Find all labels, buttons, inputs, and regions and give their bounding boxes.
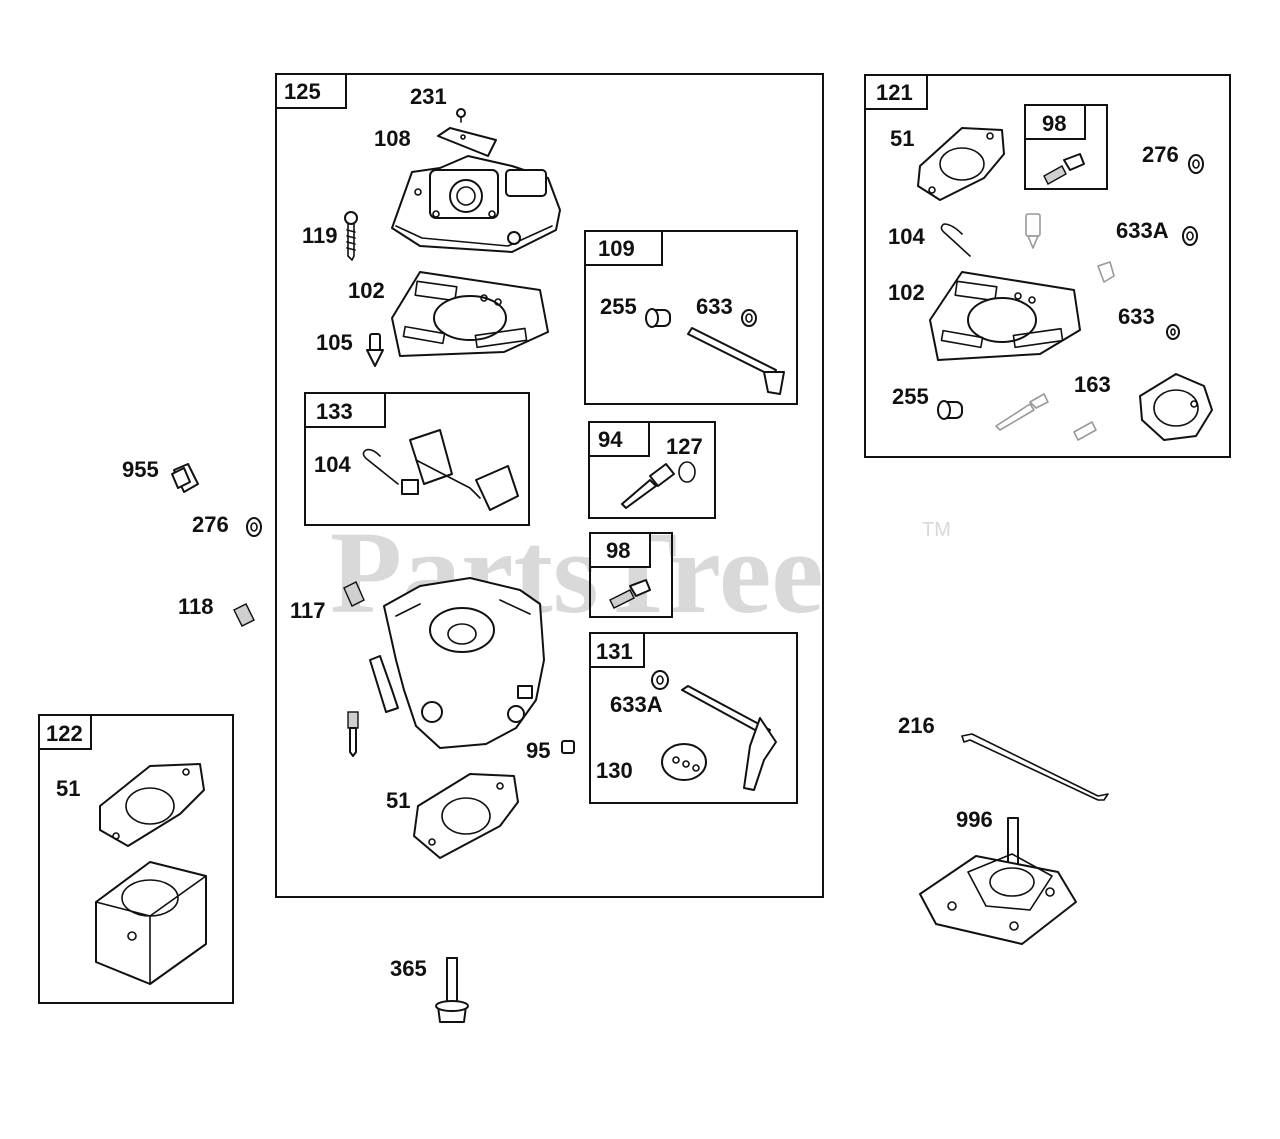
callout-216: 216 <box>898 713 935 738</box>
group-98-kit[interactable]: 98 <box>1024 104 1108 190</box>
group-131-label: 131 <box>596 639 633 664</box>
part-365-bolt[interactable]: 365 <box>390 956 469 1023</box>
callout-102-kit: 102 <box>888 280 925 305</box>
part-633A-seal-kit[interactable]: 633A <box>1116 218 1198 246</box>
callout-996: 996 <box>956 807 993 832</box>
group-125-label: 125 <box>284 79 321 104</box>
part-276-washer-kit[interactable]: 276 <box>1142 142 1204 174</box>
part-51-gasket-kit[interactable]: 51 <box>890 126 1005 201</box>
part-kit-idle-needle[interactable] <box>995 393 1049 431</box>
callout-633A-throttle: 633A <box>610 692 663 717</box>
part-94-idle-screw[interactable] <box>621 463 675 509</box>
group-122[interactable]: 122 <box>38 714 234 1004</box>
callout-633-choke: 633 <box>696 294 733 319</box>
callout-118: 118 <box>178 594 214 619</box>
part-carburetor-body[interactable] <box>369 577 545 749</box>
callout-102-main: 102 <box>348 278 385 303</box>
callout-365: 365 <box>390 956 427 981</box>
part-163-gasket[interactable]: 163 <box>1074 372 1213 441</box>
part-633-seal[interactable]: 633 <box>696 294 757 327</box>
part-kit-clip[interactable] <box>1097 261 1115 283</box>
callout-108: 108 <box>374 126 411 151</box>
part-108-gasket[interactable]: 108 <box>374 126 497 157</box>
callout-255-choke: 255 <box>600 294 637 319</box>
group-121[interactable]: 121 <box>864 74 1231 458</box>
callout-105: 105 <box>316 330 353 355</box>
part-95-plug[interactable]: 95 <box>526 738 575 763</box>
group-125[interactable]: 125 <box>275 73 824 898</box>
group-98-kit-label: 98 <box>1042 111 1066 136</box>
part-kit-spring[interactable] <box>1073 421 1097 441</box>
callout-119: 119 <box>302 223 338 248</box>
group-121-label: 121 <box>876 80 913 105</box>
callout-51-main: 51 <box>386 788 410 813</box>
part-231-screw[interactable]: 231 <box>410 84 466 123</box>
part-104-pin[interactable]: 104 <box>314 448 399 485</box>
part-119-screw[interactable]: 119 <box>302 211 358 261</box>
part-float[interactable] <box>401 429 519 511</box>
callout-95: 95 <box>526 738 550 763</box>
group-98-main-label: 98 <box>606 538 630 563</box>
part-98-kit-spring-screw[interactable] <box>1043 153 1085 185</box>
callout-633-kit: 633 <box>1118 304 1155 329</box>
callout-104-kit: 104 <box>888 224 925 249</box>
callout-955: 955 <box>122 457 159 482</box>
callout-130: 130 <box>596 758 633 783</box>
part-105-float-needle[interactable]: 105 <box>316 330 384 367</box>
part-carburetor-cover[interactable] <box>391 155 561 253</box>
callout-51-kit: 51 <box>890 126 914 151</box>
part-996-plate[interactable]: 996 <box>919 807 1077 945</box>
callout-276-left: 276 <box>192 512 229 537</box>
part-98-spring-screw[interactable] <box>609 579 651 609</box>
part-102-gasket-kit[interactable]: 102 <box>888 271 1081 361</box>
group-94[interactable]: 94 <box>588 421 716 519</box>
callout-127: 127 <box>666 434 703 459</box>
part-118-jet[interactable]: 118 <box>178 594 255 627</box>
group-109-label: 109 <box>598 236 635 261</box>
callout-51-122: 51 <box>56 776 80 801</box>
callout-255-kit: 255 <box>892 384 929 409</box>
part-127-o-ring[interactable]: 127 <box>666 434 703 483</box>
watermark-trademark: TM <box>922 519 951 541</box>
part-104-pin-kit[interactable]: 104 <box>888 223 971 257</box>
group-133[interactable]: 133 <box>304 392 530 526</box>
part-kit-needle-valve[interactable] <box>1025 213 1041 249</box>
part-255-bushing-kit[interactable]: 255 <box>892 384 963 420</box>
part-51-gasket-main[interactable]: 51 <box>386 773 519 859</box>
part-276-washer-left[interactable]: 276 <box>192 512 262 537</box>
part-216-link[interactable]: 216 <box>898 713 1109 801</box>
callout-633A-kit: 633A <box>1116 218 1169 243</box>
part-633-seal-kit[interactable]: 633 <box>1118 304 1180 340</box>
group-94-label: 94 <box>598 427 623 452</box>
group-122-label: 122 <box>46 721 83 746</box>
callout-117: 117 <box>290 598 326 623</box>
callout-276-kit: 276 <box>1142 142 1179 167</box>
part-955-plug[interactable]: 955 <box>122 457 199 493</box>
part-102-gasket[interactable]: 102 <box>348 271 549 357</box>
part-choke-shaft[interactable] <box>687 327 785 395</box>
part-255-bushing[interactable]: 255 <box>600 294 671 328</box>
part-633A-seal[interactable]: 633A <box>610 670 669 717</box>
group-109[interactable]: 109 <box>584 230 798 405</box>
part-51-gasket-122[interactable]: 51 <box>56 763 205 847</box>
group-131[interactable]: 131 <box>589 632 798 804</box>
callout-163: 163 <box>1074 372 1111 397</box>
callout-104-float: 104 <box>314 452 351 477</box>
part-130-throttle-plate[interactable]: 130 <box>596 743 707 783</box>
callout-231: 231 <box>410 84 447 109</box>
part-idle-needle[interactable] <box>347 711 359 757</box>
part-117-main-jet[interactable]: 117 <box>290 581 365 623</box>
part-throttle-shaft[interactable] <box>681 685 777 791</box>
part-spacer-block[interactable] <box>95 861 207 985</box>
group-98-main[interactable]: 98 <box>589 532 673 618</box>
group-133-label: 133 <box>316 399 353 424</box>
